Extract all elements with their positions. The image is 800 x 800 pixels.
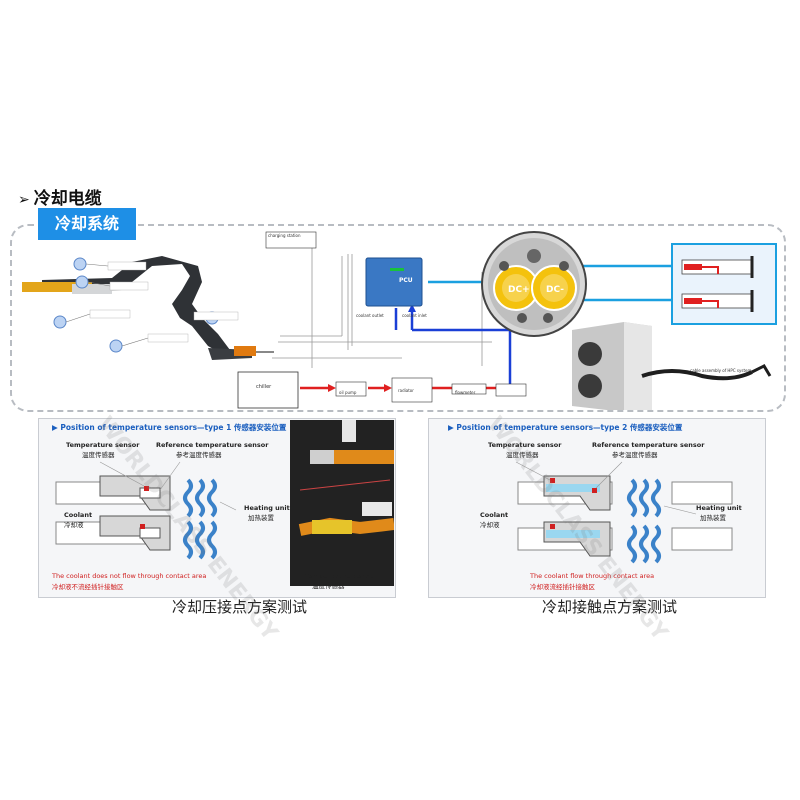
pcu-label: PCU (399, 277, 413, 284)
cable-coolant-line (428, 264, 672, 302)
dc-plus-label: DC+ (508, 285, 530, 295)
test-photo-drawing (290, 420, 395, 586)
panel2-ref-sensor-en: Reference temperature sensor (592, 441, 705, 449)
panel2-ref-sensor-cn: 参考温度传感器 (612, 451, 658, 459)
panel2-title-cn: 传感器安装位置 (629, 423, 683, 432)
panel2-title: ▶ Position of temperature sensors—type 2… (448, 422, 682, 433)
panel1-ref-sensor-cn: 参考温度传感器 (176, 451, 222, 459)
radiator-box (391, 377, 433, 403)
section-heading-text: 冷却电缆 (33, 189, 102, 209)
panel2-heating-cn: 加热装置 (700, 514, 726, 522)
panel1-note-en: The coolant does not flow through contac… (52, 572, 207, 580)
charging-station-label: charging station (268, 233, 301, 238)
dc-minus-label: DC- (546, 285, 565, 295)
panel1-sensor-diagram (55, 461, 237, 560)
panel2-coolant-cn: 冷却液 (480, 521, 500, 529)
cooling-system-frame (10, 224, 786, 412)
panel1-caption: 冷却压接点方案测试 (172, 598, 308, 616)
panel2-temp-sensor-en: Temperature sensor (488, 441, 562, 449)
panel1-heating-cn: 加热装置 (248, 514, 274, 522)
arrow-icon: ➢ (18, 192, 30, 208)
panel1-coolant-en: Coolant (64, 511, 93, 519)
panel2-heating-en: Heating unit (696, 504, 742, 512)
coolant-outlet-label: coolant outlet (356, 313, 384, 318)
panel2-sensor-diagram (515, 461, 733, 564)
cooling-unit-illustration (572, 322, 772, 410)
panel2-caption: 冷却接触点方案测试 (542, 598, 678, 616)
cable-cross-section (481, 231, 587, 337)
cold-coolant-line (394, 308, 512, 388)
oil-pump-box (335, 381, 367, 397)
panel1-title-cn: 传感器安装位置 (233, 423, 287, 432)
panel1-photo-sensor-en: Temperature sensor (304, 572, 378, 580)
panel2-temp-sensor-cn: 温度传感器 (506, 451, 539, 459)
panel1-coolant-cn: 冷却液 (64, 521, 84, 529)
panel1-temp-sensor-en: Temperature sensor (66, 441, 140, 449)
panel1-title-en: Position of temperature sensors—type 1 (60, 423, 232, 432)
pump-label: oil pump (339, 390, 357, 395)
charging-station-box (265, 231, 317, 249)
panel1-note-cn: 冷却液不流经插针接触区 (52, 583, 124, 591)
panel1-title: ▶ Position of temperature sensors—type 1… (52, 422, 286, 433)
coolant-inlet-label: coolant inlet (402, 313, 427, 318)
panel1-temp-sensor-cn: 温度传感器 (82, 451, 115, 459)
accessory-label: cable assembly of HPC system (690, 368, 752, 373)
charging-gun-illustration (22, 256, 274, 360)
panel2-note-en: The coolant flow through contact area (530, 572, 655, 580)
radiator-label: radiator (398, 388, 414, 393)
panel1-title-icon: ▶ (52, 423, 61, 432)
connector-panel (671, 243, 777, 325)
panel1-heating-en: Heating unit (244, 504, 290, 512)
flowmeter-label: flowmeter (455, 390, 476, 395)
cooling-system-tab[interactable]: 冷却系统 (38, 208, 136, 240)
reservoir-box (495, 383, 527, 397)
section-heading: ➢冷却电缆 (18, 184, 102, 209)
pcu-unit (365, 257, 423, 307)
flowmeter-box (451, 383, 487, 395)
panel1-photo-sensor-cn: 温度传感器 (312, 582, 345, 590)
panel2-coolant-en: Coolant (480, 511, 509, 519)
panel2-note-cn: 冷却液流经插针接触区 (530, 583, 595, 591)
panel1-ref-sensor-en: Reference temperature sensor (156, 441, 269, 449)
cooling-system-diagram (22, 231, 777, 410)
panel2-title-en: Position of temperature sensors—type 2 (456, 423, 628, 432)
test-photo (290, 420, 395, 586)
chiller-label: chiller (256, 384, 272, 390)
panel2-title-icon: ▶ (448, 423, 457, 432)
piping-lines (272, 244, 492, 368)
chiller-box (237, 371, 299, 409)
